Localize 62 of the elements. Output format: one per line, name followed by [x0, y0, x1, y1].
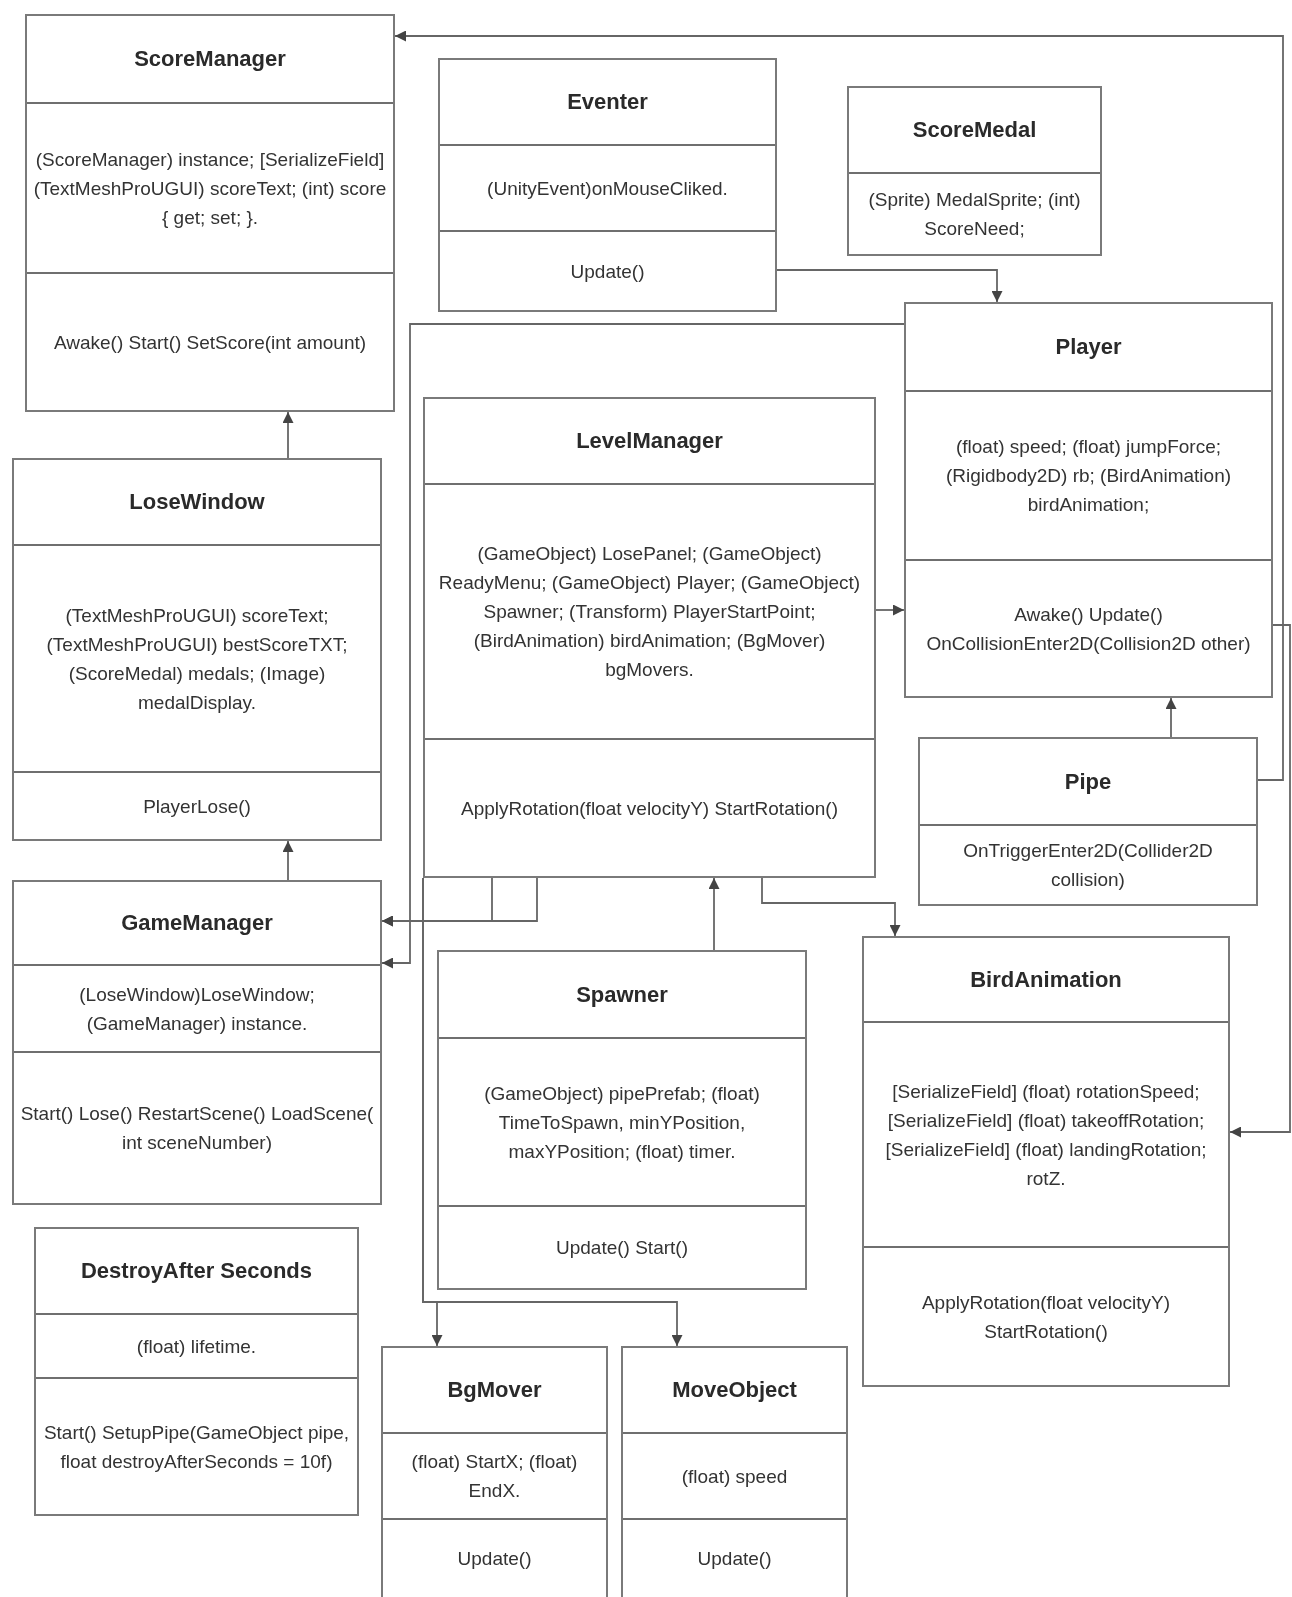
arrow — [875, 604, 905, 616]
class-name: Player — [1055, 334, 1122, 360]
member-list: (TextMeshProUGUI) scoreText; (TextMeshProUGUI) bestScoreTXT; (ScoreMedal) medals; (Image) medalDisplay. — [18, 600, 376, 717]
class-box — [904, 302, 1273, 698]
class-name: Spawner — [576, 981, 668, 1008]
class-box — [381, 1346, 608, 1597]
class-name: BgMover — [447, 1377, 542, 1403]
arrow — [1229, 624, 1291, 1138]
class-box — [34, 1227, 359, 1516]
member-list: PlayerLose() — [143, 791, 251, 821]
class-box — [438, 58, 777, 312]
member-list: OnTriggerEnter2D(Collider2D collision) — [924, 836, 1252, 894]
member-list: [SerializeField] (float) rotationSpeed; [SerializeField] (float) takeoffRotation; [SerializeField] (float) landingRotation; rotZ. — [868, 1076, 1224, 1193]
class-name: ScoreMedal — [912, 117, 1037, 143]
class-name: DestroyAfter Seconds — [80, 1258, 313, 1284]
arrow — [422, 877, 683, 1347]
arrow — [282, 411, 294, 459]
member-list: Update() — [570, 256, 645, 286]
member-list: Awake() Update() OnCollisionEnter2D(Collision2D other) — [910, 599, 1267, 658]
class-name: LevelManager — [576, 428, 723, 454]
member-list: Update() — [697, 1544, 772, 1573]
member-list: (GameObject) pipePrefab; (float) TimeToSpawn, minYPosition, maxYPosition; (float) timer. — [443, 1078, 801, 1166]
member-list: (ScoreManager) instance; [SerializeField] (TextMeshProUGUI) scoreText; (int) score { get; set; }. — [31, 144, 389, 232]
member-list: (Sprite) MedalSprite; (int) ScoreNeed; — [853, 185, 1096, 243]
member-list: Update() — [457, 1544, 532, 1573]
arrow — [776, 269, 1003, 303]
member-list: ApplyRotation(float velocityY) StartRotation() — [461, 793, 838, 823]
class-name: BirdAnimation — [970, 966, 1122, 993]
member-list: Update() Start() — [556, 1233, 688, 1262]
class-name: MoveObject — [672, 1377, 797, 1403]
class-name: LoseWindow — [129, 489, 265, 515]
class-box — [437, 950, 807, 1290]
member-list: Start() Lose() RestartScene() LoadScene( int sceneNumber) — [18, 1099, 376, 1157]
class-name: Eventer — [567, 89, 648, 115]
class-box — [918, 737, 1258, 906]
member-list: ApplyRotation(float velocityY) StartRotation() — [868, 1287, 1224, 1346]
class-box — [847, 86, 1102, 256]
member-list: (float) StartX; (float) EndX. — [387, 1447, 602, 1505]
class-name: ScoreManager — [134, 46, 286, 72]
arrow — [282, 840, 294, 881]
class-name: Pipe — [1064, 768, 1112, 795]
class-box — [423, 397, 876, 878]
class-box — [621, 1346, 848, 1597]
arrow — [761, 877, 901, 937]
arrow — [381, 877, 538, 927]
class-box — [12, 458, 382, 841]
arrow — [394, 30, 1284, 781]
member-list: Start() SetupPipe(GameObject pipe, float destroyAfterSeconds = 10f) — [40, 1417, 353, 1476]
member-list: (float) speed; (float) jumpForce; (Rigidbody2D) rb; (BirdAnimation) birdAnimation; — [910, 432, 1267, 519]
member-list: (UnityEvent)onMouseCliked. — [487, 173, 728, 203]
arrow — [708, 877, 720, 951]
member-list: Awake() Start() SetScore(int amount) — [53, 327, 367, 357]
class-name: GameManager — [121, 910, 273, 936]
member-list: (LoseWindow)LoseWindow; (GameManager) instance. — [18, 979, 376, 1038]
member-list: (GameObject) LosePanel; (GameObject) ReadyMenu; (GameObject) Player; (GameObject) Spawner; (Transform) PlayerStartPoint; (BirdAnimation) birdAnimation; (BgMover) bgMovers. — [429, 539, 870, 684]
arrow — [1165, 697, 1177, 738]
class-box — [12, 880, 382, 1205]
member-list: (float) lifetime. — [136, 1331, 257, 1361]
member-list: (float) speed — [681, 1461, 788, 1491]
class-box — [862, 936, 1230, 1387]
class-box — [25, 14, 395, 412]
arrow — [381, 323, 905, 969]
